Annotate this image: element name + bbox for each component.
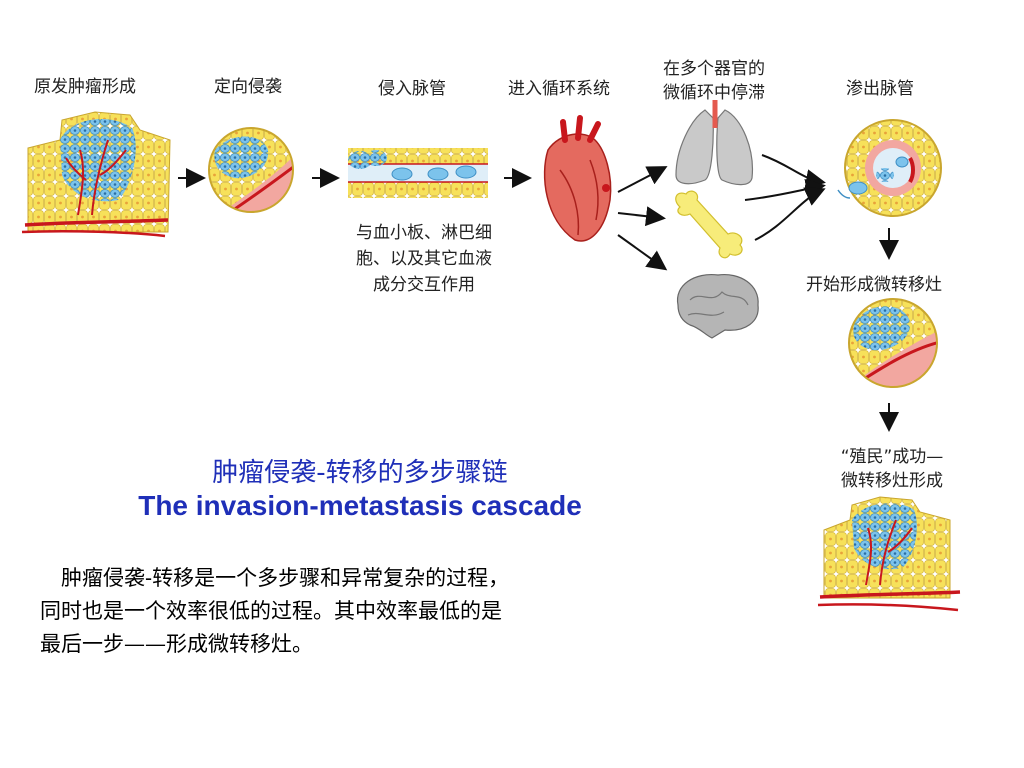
- label-micromet-start: 开始形成微转移灶: [806, 275, 942, 295]
- colonized-tumor-illustration: [817, 496, 961, 612]
- primary-tumor-illustration: [21, 111, 171, 238]
- label-arrest-line2: 微循环中停滞: [663, 83, 765, 103]
- paragraph-line-1: 肿瘤侵袭-转移是一个多步骤和异常复杂的过程，: [40, 566, 510, 590]
- brain-illustration: [676, 273, 759, 339]
- paragraph-line-3: 最后一步——形成微转移灶。: [40, 632, 313, 656]
- label-arrest-line1: 在多个器官的: [663, 59, 765, 79]
- note-interaction-line1: 与血小板、淋巴细: [356, 223, 492, 243]
- lungs-illustration: [675, 100, 754, 186]
- paragraph-line-2: 同时也是一个效率很低的过程。其中效率最低的是: [40, 599, 502, 623]
- extravasation-illustration: [837, 119, 942, 217]
- label-extravasation: 渗出脉管: [846, 79, 914, 99]
- title-english: The invasion-metastasis cascade: [138, 490, 582, 521]
- label-circulation: 进入循环系统: [508, 79, 610, 99]
- micrometastasis-illustration: [848, 298, 938, 388]
- label-primary-tumor: 原发肿瘤形成: [34, 77, 136, 97]
- description-paragraph: 肿瘤侵袭-转移是一个多步骤和异常复杂的过程， 同时也是一个效率很低的过程。其中效…: [40, 562, 680, 661]
- note-interaction-line2: 胞、以及其它血液: [356, 249, 492, 269]
- vessel-illustration: [348, 148, 488, 198]
- directed-invasion-illustration: [208, 127, 294, 213]
- label-directed-invasion: 定向侵袭: [214, 77, 282, 97]
- label-colonization-line1: “殖民”成功—: [840, 447, 944, 467]
- heart-illustration: [543, 115, 612, 242]
- flow-arrows: [178, 154, 899, 432]
- label-colonization-line2: 微转移灶形成: [841, 471, 943, 491]
- bone-illustration: [675, 190, 743, 259]
- title-chinese: 肿瘤侵袭-转移的多步骤链: [212, 458, 508, 488]
- label-intravasation: 侵入脉管: [378, 79, 446, 99]
- note-interaction-line3: 成分交互作用: [373, 275, 475, 295]
